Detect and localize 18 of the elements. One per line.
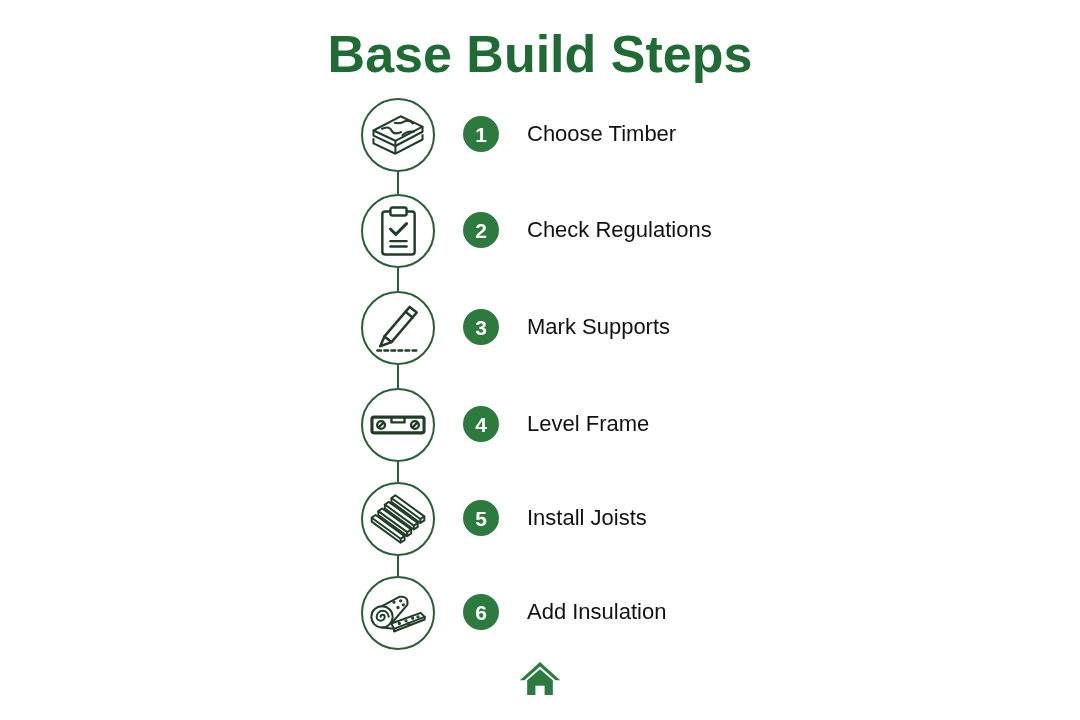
step-label: Add Insulation [527,598,667,626]
connector-line [397,461,399,483]
step-number: 1 [463,116,499,152]
connector-line [397,171,399,195]
step-number: 2 [463,212,499,248]
step-label: Choose Timber [527,120,677,148]
step-label: Install Joists [527,504,647,532]
step-label: Level Frame [527,410,650,438]
connector-line [397,364,399,389]
connector-line [397,267,399,292]
step-number: 6 [463,594,499,630]
step-label: Mark Supports [527,313,671,341]
step-number: 5 [463,500,499,536]
connector-line [397,555,399,577]
step-number: 4 [463,406,499,442]
step-number: 3 [463,309,499,345]
diagram-title: Base Build Steps [327,25,753,83]
step-label: Check Regulations [527,216,712,244]
